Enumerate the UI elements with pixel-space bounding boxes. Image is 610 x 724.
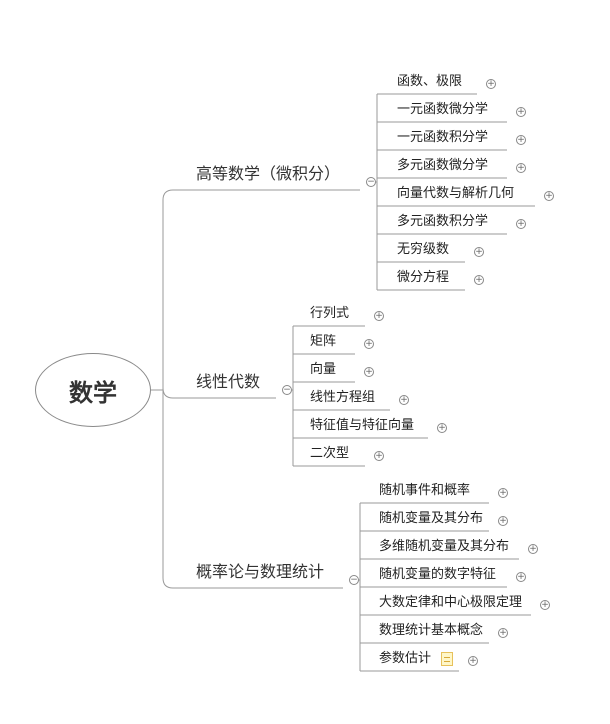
leaf-node[interactable]: 随机变量及其分布 [379,511,484,526]
expand-toggle[interactable]: + [374,451,384,461]
expand-toggle[interactable]: + [528,544,538,554]
expand-toggle[interactable]: + [516,135,526,145]
expand-toggle[interactable]: + [374,311,384,321]
leaf-node[interactable]: 一元函数积分学 [397,130,489,145]
leaf-node[interactable]: 多元函数积分学 [397,214,489,229]
branch-label[interactable]: 概率论与数理统计 [196,562,325,581]
leaf-node[interactable]: 矩阵 [310,334,337,349]
branch-label[interactable]: 高等数学（微积分） [196,164,341,183]
branch-connector [162,387,276,399]
leaf-node[interactable]: 向量代数与解析几何 [397,186,515,201]
leaf-node[interactable]: 数理统计基本概念 [379,623,484,638]
branch-label[interactable]: 线性代数 [196,372,261,391]
expand-toggle[interactable]: + [474,247,484,257]
leaf-node[interactable]: 行列式 [310,306,350,321]
note-icon[interactable] [441,652,453,666]
collapse-toggle[interactable]: − [349,575,359,585]
branch-connector [162,390,343,589]
collapse-toggle[interactable]: − [366,177,376,187]
leaf-node[interactable]: 多维随机变量及其分布 [379,539,510,554]
expand-toggle[interactable]: + [399,395,409,405]
expand-toggle[interactable]: + [516,163,526,173]
expand-toggle[interactable]: + [474,275,484,285]
root-node[interactable]: 数学 [35,353,151,427]
leaf-node[interactable]: 二次型 [310,446,350,461]
leaf-node[interactable]: 微分方程 [397,270,450,285]
leaf-node[interactable]: 参数估计 [379,651,432,666]
expand-toggle[interactable]: + [364,367,374,377]
expand-toggle[interactable]: + [468,656,478,666]
leaf-node[interactable]: 无穷级数 [397,242,450,257]
expand-toggle[interactable]: + [516,219,526,229]
expand-toggle[interactable]: + [540,600,550,610]
expand-toggle[interactable]: + [516,572,526,582]
expand-toggle[interactable]: + [498,488,508,498]
leaf-node[interactable]: 多元函数微分学 [397,158,489,173]
expand-toggle[interactable]: + [364,339,374,349]
leaf-node[interactable]: 一元函数微分学 [397,102,489,117]
expand-toggle[interactable]: + [498,516,508,526]
expand-toggle[interactable]: + [437,423,447,433]
expand-toggle[interactable]: + [486,79,496,89]
leaf-node[interactable]: 大数定律和中心极限定理 [379,595,523,610]
branch-connector [162,189,360,390]
leaf-node[interactable]: 特征值与特征向量 [310,418,415,433]
expand-toggle[interactable]: + [498,628,508,638]
leaf-node[interactable]: 向量 [310,362,337,377]
expand-toggle[interactable]: + [544,191,554,201]
leaf-node[interactable]: 随机变量的数字特征 [379,567,497,582]
leaf-node[interactable]: 随机事件和概率 [379,483,471,498]
collapse-toggle[interactable]: − [282,385,292,395]
expand-toggle[interactable]: + [516,107,526,117]
root-label: 数学 [69,378,117,407]
leaf-node[interactable]: 函数、极限 [397,74,463,89]
leaf-node[interactable]: 线性方程组 [310,390,376,405]
